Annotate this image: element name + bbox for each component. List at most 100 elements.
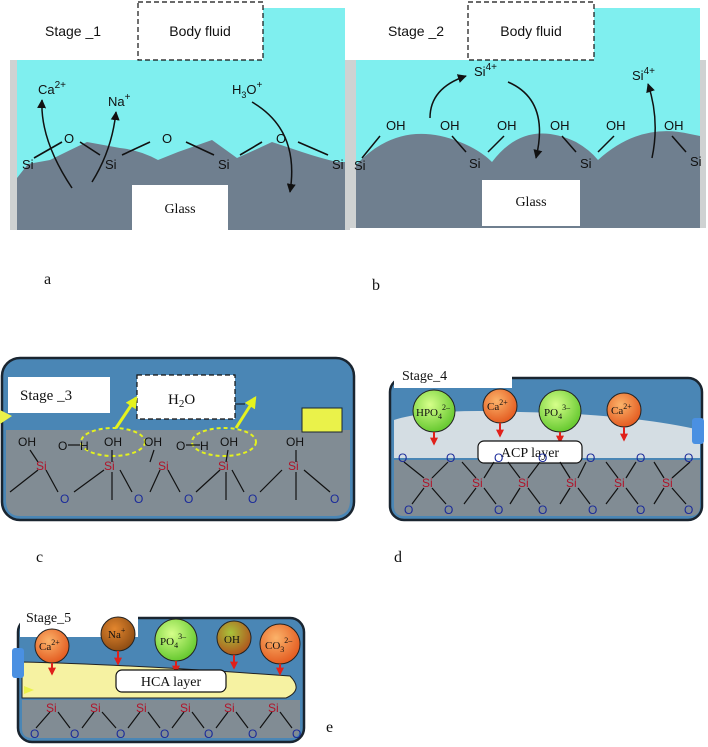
o-atom: O (684, 451, 693, 465)
stage-label-d: Stage_4 (402, 369, 447, 384)
si-atom: Si (46, 701, 57, 715)
o-atom: O (204, 727, 213, 741)
silanol-bonds-b (361, 135, 687, 159)
deposition-arrows-e (48, 651, 284, 676)
o-atoms-e: O O O O O O O (30, 727, 301, 741)
oh-group: OH (606, 118, 626, 133)
water-label: H2O (168, 392, 195, 410)
o-atom: O (404, 503, 413, 517)
panel-c: Stage _3 H2O OH O H OH OH O H OH OH (0, 356, 356, 522)
o-atom: O (684, 503, 693, 517)
si-atom: Si (518, 476, 529, 490)
si4-ion-labels-b: Si4+ Si4+ (474, 62, 655, 83)
si-atom: Si (662, 476, 673, 490)
network-bonds-c (9, 444, 331, 500)
svg-text:PO43–: PO43– (544, 403, 571, 421)
oh-group: OH (550, 118, 570, 133)
si-atom: Si (288, 459, 299, 473)
svg-text:OH: OH (224, 634, 240, 646)
panel-letter-e: e (326, 719, 333, 736)
stage-label-b: Stage _2 (388, 23, 444, 39)
si-atom: Si (218, 157, 230, 172)
si-atoms-d: Si Si Si Si Si Si (422, 476, 673, 490)
hca-layer-label: HCA layer (141, 675, 202, 690)
o-atom: O (64, 131, 74, 146)
si-atom: Si (90, 701, 101, 715)
h3o-ion: H3O+ (232, 80, 263, 100)
o-atom: O (636, 451, 645, 465)
panel-letter-c: c (36, 549, 43, 566)
si-atom: Si (22, 157, 34, 172)
body-fluid-label-a: Body fluid (169, 23, 230, 39)
oh-group: OH (104, 435, 122, 449)
panel-letter-b: b (372, 277, 380, 294)
oh-group: OH (144, 435, 162, 449)
si-atom: Si (690, 154, 702, 169)
svg-text:CO32–: CO32– (265, 636, 293, 654)
silicate-bonds-a (33, 141, 329, 159)
o-atom: O (538, 503, 547, 517)
panel-letter-a: a (44, 271, 51, 288)
o-atom: O (330, 492, 339, 506)
si4-ion: Si4+ (632, 66, 655, 83)
o-atom: O (444, 503, 453, 517)
svg-text:PO43–: PO43– (160, 632, 187, 650)
oh-group: OH (286, 435, 304, 449)
panel-e: Stage_5 Ca2+ Na+ PO43– OH CO32– HCA laye… (12, 603, 306, 744)
svg-text:Na+: Na+ (108, 626, 126, 641)
o-atom: O (636, 503, 645, 517)
svg-text:Ca2+: Ca2+ (611, 402, 632, 417)
svg-text:Ca2+: Ca2+ (487, 398, 508, 413)
silanol-atoms-b: Si OH OH Si OH OH Si OH OH Si (354, 118, 702, 173)
ions-e: Ca2+ Na+ PO43– OH CO32– (34, 616, 301, 665)
si-atom: Si (136, 701, 147, 715)
o-atom: O (292, 727, 301, 741)
h-atom: H (200, 439, 209, 453)
si-atom: Si (354, 158, 366, 173)
ion-labels-a: Ca2+ Na+ H3O+ (38, 80, 263, 109)
oh-group: OH (18, 435, 36, 449)
o-atom: O (248, 492, 257, 506)
panel-letter-d: d (394, 549, 402, 566)
o-atom: O (60, 492, 69, 506)
condensation-ellipse (191, 427, 257, 457)
glass-label-b: Glass (515, 195, 546, 210)
si-atom: Si (422, 476, 433, 490)
panel-d: Stage_4 HPO42– Ca2+ PO43– Ca2+ ACP layer (388, 362, 704, 522)
o-atoms-c: O O O O O (60, 492, 339, 506)
si-atom: Si (224, 701, 235, 715)
si-atoms-e: Si Si Si Si Si Si (46, 701, 279, 715)
body-fluid-label-b: Body fluid (500, 23, 561, 39)
si-atom: Si (268, 701, 279, 715)
o-atom: O (116, 727, 125, 741)
oh-group: OH (497, 118, 517, 133)
si-atom: Si (580, 156, 592, 171)
si-atom: Si (218, 459, 229, 473)
o-atom: O (184, 492, 193, 506)
si-atom: Si (158, 459, 169, 473)
ca-ion: Ca2+ (38, 80, 66, 97)
si-atom: Si (469, 156, 481, 171)
o-atom: O (588, 503, 597, 517)
si-atom: Si (566, 476, 577, 490)
si-atom: Si (104, 459, 115, 473)
o-atom: O (494, 451, 503, 465)
oh-group: OH (440, 118, 460, 133)
silanol-groups-c: OH O H OH OH O H OH OH (18, 435, 304, 453)
stage-label-a: Stage _1 (45, 23, 101, 39)
si-atom: Si (332, 157, 344, 172)
dissolution-arrows-b (429, 74, 656, 159)
deposition-arrows-d (430, 423, 628, 446)
ions-d: HPO42– Ca2+ PO43– Ca2+ (412, 388, 642, 433)
o-atom: O (58, 439, 67, 453)
na-ion: Na+ (108, 92, 131, 109)
glass-label-a: Glass (164, 202, 195, 217)
svg-text:HPO42–: HPO42– (416, 403, 451, 421)
o-atom: O (176, 439, 185, 453)
oh-group: OH (386, 118, 406, 133)
si4-ion: Si4+ (474, 62, 497, 79)
o-atom: O (446, 451, 455, 465)
si-atom: Si (472, 476, 483, 490)
o-atom: O (248, 727, 257, 741)
